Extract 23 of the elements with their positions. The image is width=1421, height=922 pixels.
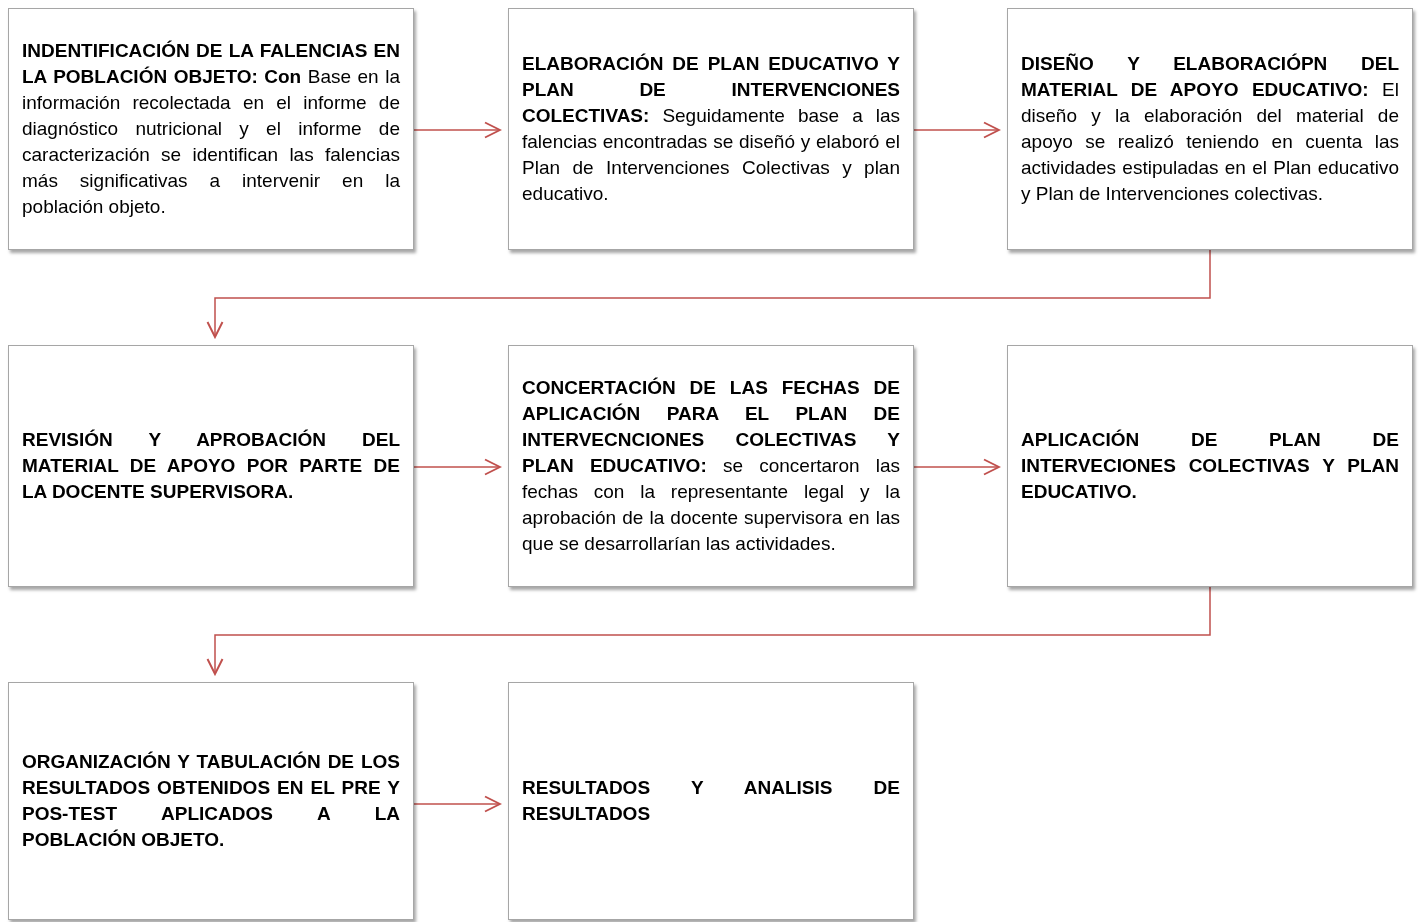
step-text: RESULTADOS Y ANALISIS DE RESULTADOS xyxy=(522,776,900,826)
arrow xyxy=(913,458,1000,476)
process-box xyxy=(8,8,414,250)
step-text: REVISIÓN Y APROBACIÓN DEL MATERIAL DE APOYO POR PARTE DE LA DOCENTE SUPERVISORA. xyxy=(22,428,400,504)
arrow xyxy=(206,249,1211,338)
step-text: ELABORACIÓN DE PLAN EDUCATIVO Y PLAN DE INTERVENCIONES COLECTIVAS: Seguidamente base a las falencias encontradas se diseñó y elaboró el Plan de Intervenciones Colectivas y plan educativo. xyxy=(522,52,900,206)
process-box xyxy=(8,682,414,920)
step-text: APLICACIÓN DE PLAN DE INTERVECIONES COLECTIVAS Y PLAN EDUCATIVO. xyxy=(1021,428,1399,504)
process-box xyxy=(8,345,414,587)
step-text: ORGANIZACIÓN Y TABULACIÓN DE LOS RESULTADOS OBTENIDOS EN EL PRE Y POS-TEST APLICADOS A LA POBLACIÓN OBJETO. xyxy=(22,750,400,852)
arrow xyxy=(413,458,501,476)
process-box xyxy=(508,8,914,250)
arrow xyxy=(413,795,501,813)
step-text: CONCERTACIÓN DE LAS FECHAS DE APLICACIÓN PARA EL PLAN DE INTERVECNCIONES COLECTIVAS Y PLAN EDUCATIVO: se concertaron las fechas con la representante legal y la aprobación de la docente supervisora en las que se desarrollarían las actividades. xyxy=(522,376,900,556)
process-box xyxy=(508,682,914,920)
process-box xyxy=(508,345,914,587)
step-text: INDENTIFICACIÓN DE LA FALENCIAS EN LA POBLACIÓN OBJETO: Con Base en la información recolectada en el informe de diagnóstico nutricional y el informe de caracterización se identifican las falencias más significativas a intervenir en la población objeto. xyxy=(22,39,400,219)
step-text: DISEÑO Y ELABORACIÓPN DEL MATERIAL DE APOYO EDUCATIVO: El diseño y la elaboración del material de apoyo se realizó teniendo en cuenta las actividades estipuladas en el Plan educativo y Plan de Intervenciones colectivas. xyxy=(1021,52,1399,206)
process-box xyxy=(1007,345,1413,587)
arrow xyxy=(413,121,501,139)
process-box xyxy=(1007,8,1413,250)
arrow xyxy=(913,121,1000,139)
arrow xyxy=(206,586,1211,675)
